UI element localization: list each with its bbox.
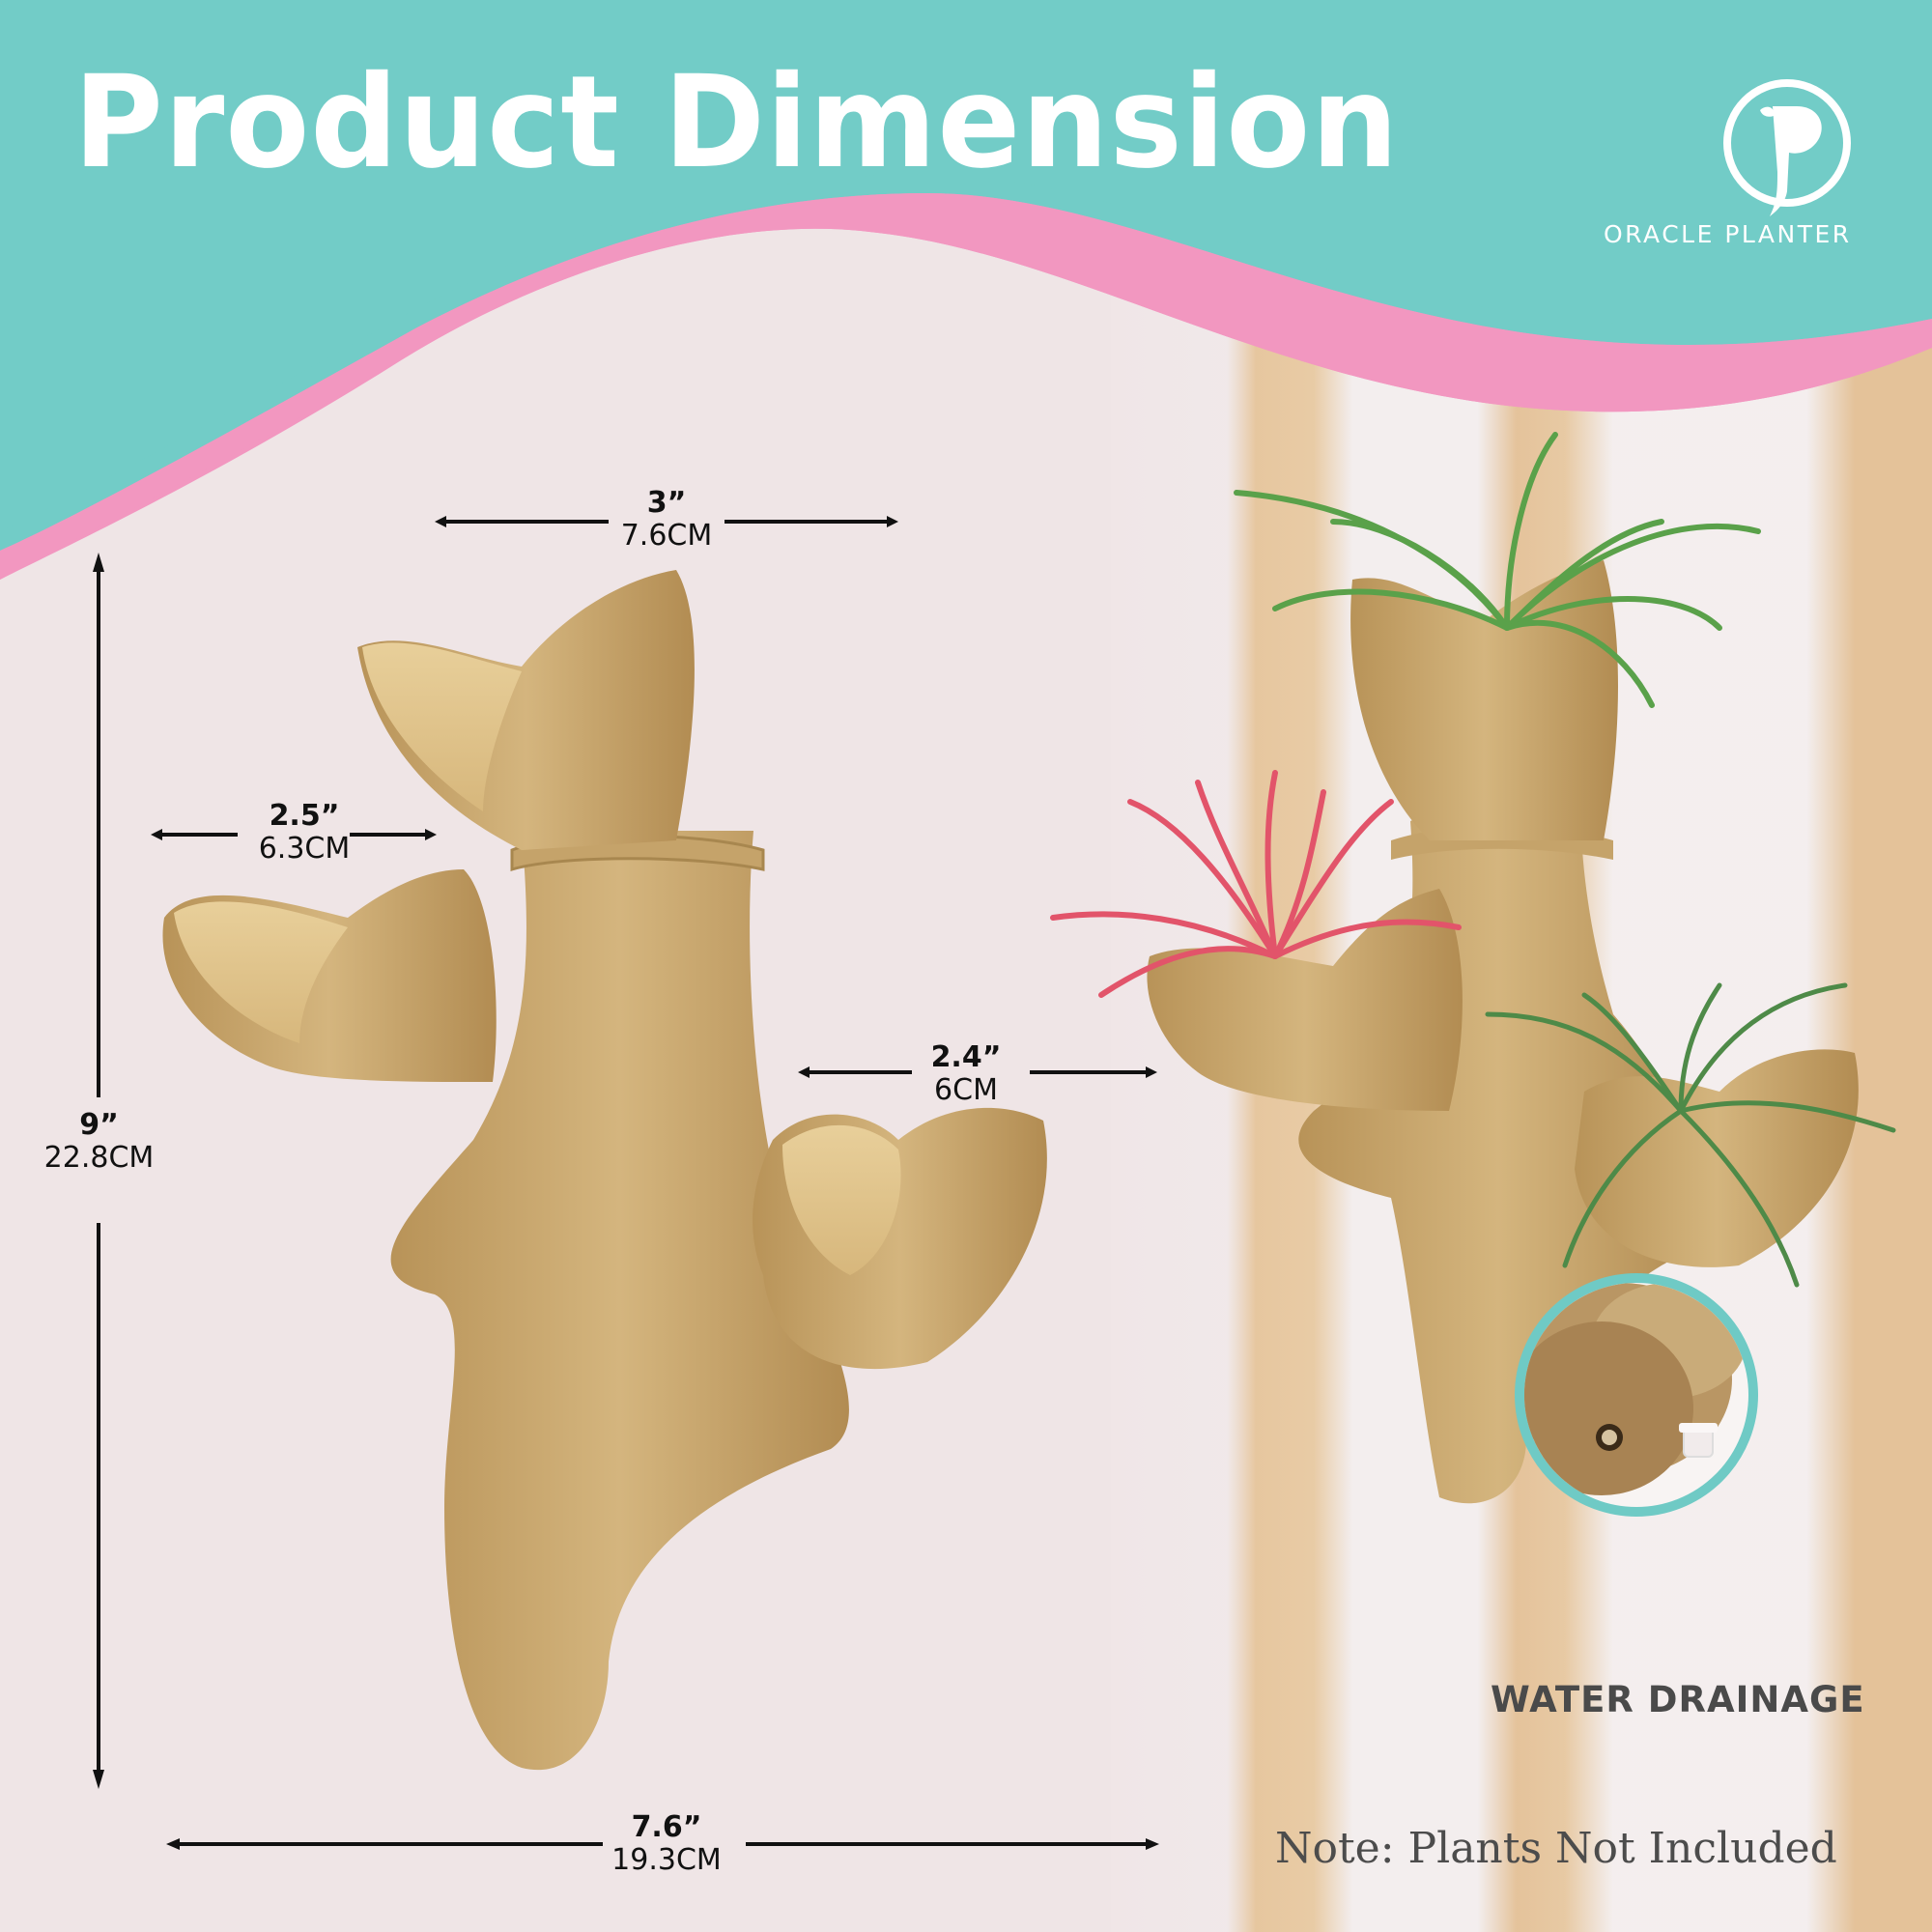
page-title: Product Dimension — [73, 48, 1400, 197]
top-pot-inches: 3” — [646, 486, 687, 520]
height-inches: 9” — [79, 1108, 119, 1142]
green-air-plant-right — [1485, 982, 1896, 1288]
planter-product-image — [162, 570, 1047, 1771]
width-cm: 19.3CM — [611, 1843, 722, 1877]
dimension-arrow-vertical — [93, 553, 104, 1789]
water-drainage-inset — [1515, 1273, 1758, 1517]
green-air-plant-top — [1234, 432, 1761, 708]
right-pot-inches: 2.4” — [930, 1040, 1002, 1074]
dimension-arrow-horizontal — [166, 1838, 1159, 1850]
height-cm: 22.8CM — [43, 1141, 155, 1175]
water-drainage-label: WATER DRAINAGE — [1491, 1679, 1865, 1720]
plants-not-included-note: Note: Plants Not Included — [1275, 1824, 1837, 1873]
brand-name: ORACLE PLANTER — [1604, 220, 1852, 248]
drainage-hole-detail-icon — [1524, 1283, 1747, 1495]
red-air-plant-left — [1050, 770, 1462, 998]
dimension-arrow-horizontal — [435, 516, 898, 527]
dimension-arrow-horizontal — [798, 1066, 1157, 1078]
background-fade — [1063, 290, 1256, 1932]
right-pot-cm: 6CM — [934, 1073, 998, 1107]
width-inches: 7.6” — [631, 1810, 702, 1844]
oracle-planter-logo-icon — [1723, 79, 1851, 216]
planter-with-plants-image — [1050, 432, 1896, 1504]
left-pot-cm: 6.3CM — [258, 832, 351, 866]
left-pot-inches: 2.5” — [269, 799, 340, 833]
top-pot-cm: 7.6CM — [620, 519, 713, 553]
dimension-arrow-horizontal — [151, 829, 437, 840]
